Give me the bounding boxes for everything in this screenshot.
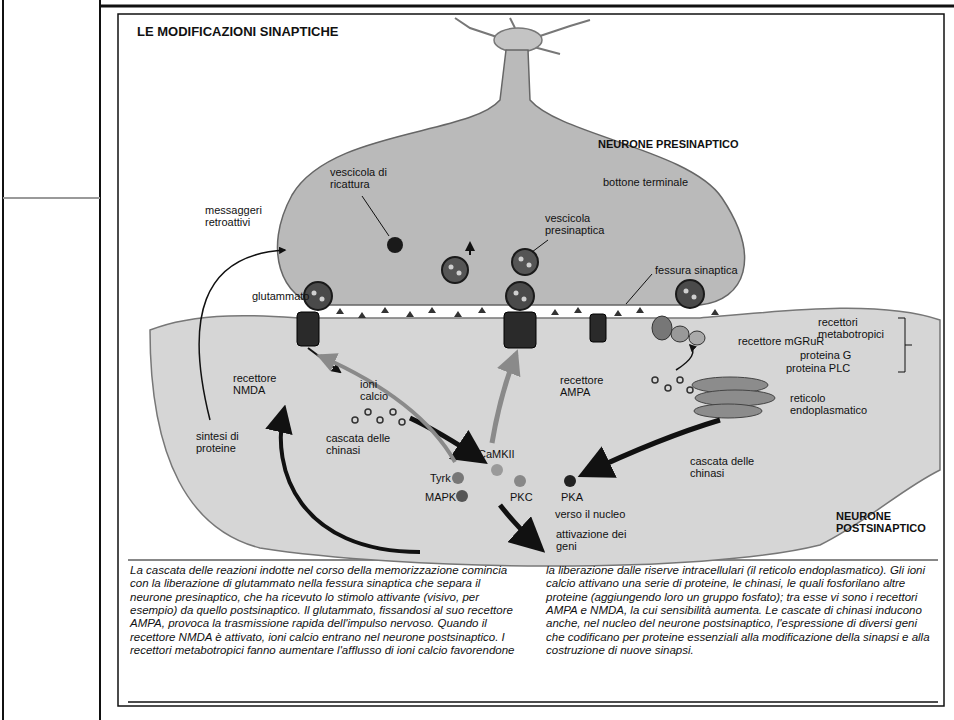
part-label: verso il nucleo [555, 508, 625, 520]
part-label: vescicola di ricattura [330, 166, 406, 191]
calcium-ions [352, 377, 693, 425]
caption-rule [128, 701, 938, 703]
part-label: cascata delle chinasi [690, 455, 764, 480]
part-label: vescicola presinaptica [545, 212, 625, 237]
dendrites [455, 18, 590, 54]
part-label: recettore NMDA [233, 372, 293, 397]
part-label: attivazione dei geni [556, 528, 636, 553]
part-label: recettore AMPA [560, 374, 618, 399]
figure-caption: La cascata delle reazioni indotte nel co… [130, 564, 936, 657]
part-label: PKA [561, 491, 583, 503]
part-label: proteina G [800, 349, 851, 361]
vesicle-motion [469, 243, 471, 255]
figure-frame [118, 14, 944, 706]
part-label: proteina PLC [786, 362, 850, 374]
part-label: NEURONE PRESINAPTICO [598, 138, 739, 150]
part-label: recettori metabotropici [818, 316, 896, 341]
pathway-arrows [199, 250, 720, 552]
slide-rule [2, 0, 4, 720]
cell-body [494, 28, 542, 52]
slide-rule [100, 5, 954, 8]
part-label: reticolo endoplasmatico [790, 392, 882, 417]
part-label: MAPK [425, 491, 456, 503]
endoplasmic-reticulum [692, 377, 775, 418]
part-label: glutammato [252, 290, 309, 302]
part-label: bottone terminale [603, 176, 688, 188]
part-label: fessura sinaptica [655, 264, 738, 276]
part-label: Tyrk [430, 472, 451, 484]
receptors [297, 312, 705, 348]
part-label: ioni calcio [360, 378, 408, 403]
figure-title: LE MODIFICAZIONI SINAPTICHE [137, 24, 339, 39]
slide-rule [99, 0, 101, 720]
vesicles [304, 237, 704, 310]
part-label: cascata delle chinasi [326, 432, 396, 457]
part-label: CaMKII [478, 448, 515, 460]
part-label: sintesi di proteine [196, 430, 256, 455]
slide-rule [3, 197, 100, 199]
part-label: recettore mGRuR [738, 335, 824, 347]
leader-lines [362, 196, 912, 372]
part-label: PKC [510, 491, 533, 503]
postsynaptic-neuron [150, 308, 940, 566]
part-label: messaggeri retroattivi [205, 204, 285, 229]
presynaptic-terminal [277, 50, 744, 305]
part-label: NEURONE POSTSINAPTICO [836, 510, 934, 535]
